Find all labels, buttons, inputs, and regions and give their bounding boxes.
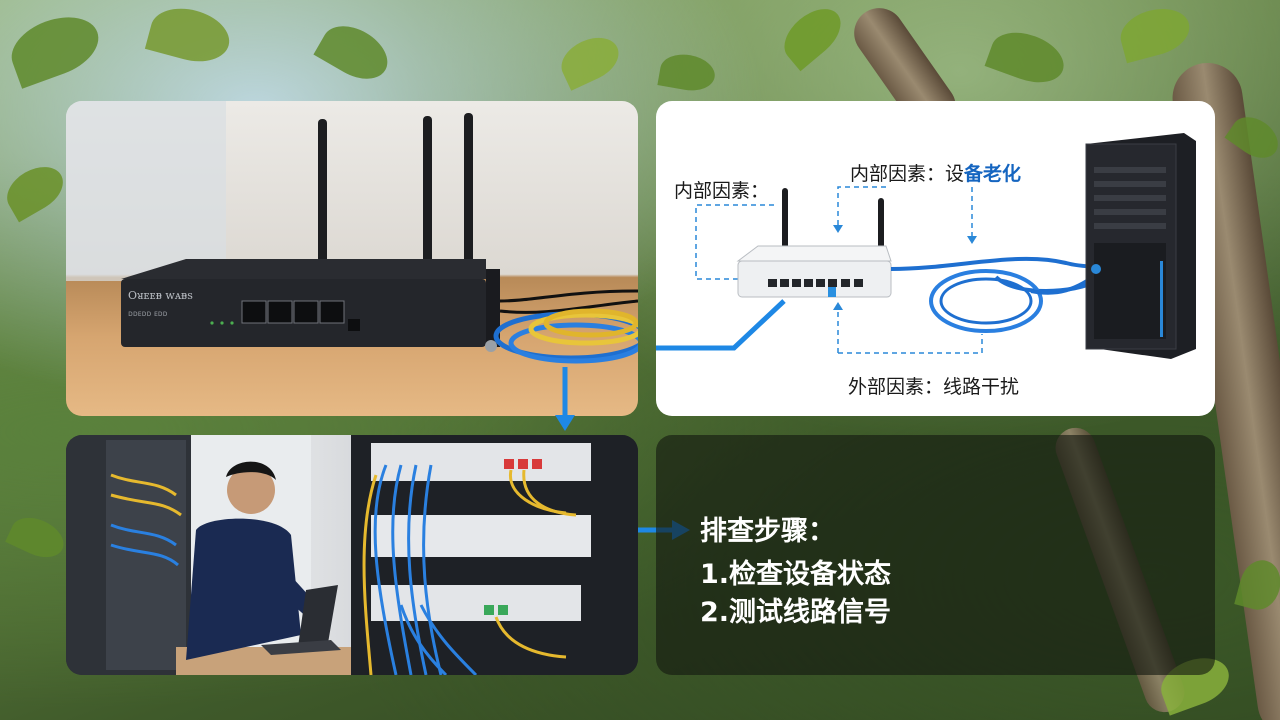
leaf: [144, 0, 236, 70]
step-1-check-device-status: 1.检查设备状态: [700, 559, 892, 590]
steps-title: 排查步骤：: [700, 516, 835, 547]
troubleshooting-steps-panel: 排查步骤： 1.检查设备状态 2.测试线路信号: [656, 435, 1215, 675]
leaf: [774, 0, 851, 72]
network-diagram: [656, 133, 1196, 359]
label-internal-factor-top-prefix: 内部因素：设: [850, 163, 965, 185]
leaf: [5, 510, 70, 565]
network-diagram-panel: 内部因素： 内部因素：设备老化 外部因素：线路干扰: [656, 101, 1215, 416]
label-equipment-aging: 备老化: [964, 163, 1022, 185]
leaf: [554, 29, 626, 91]
leaf: [1115, 1, 1195, 64]
label-internal-factor-top: 内部因素：设备老化: [850, 159, 1021, 186]
router-photo: [66, 101, 638, 364]
leaf: [657, 50, 718, 95]
leaf: [984, 23, 1071, 92]
step-2-test-line-signal: 2.测试线路信号: [700, 597, 892, 628]
label-internal-factor-left: 内部因素：: [674, 180, 770, 202]
leaf: [313, 15, 397, 90]
down-arrow: [555, 367, 575, 431]
leaf: [3, 6, 107, 89]
leaf: [0, 157, 71, 223]
technician-photo: [66, 435, 638, 675]
datacenter-photo-panel: [66, 435, 638, 675]
router-photo-panel: Oᴚᴇᴇᴃ ᴡᴀᴃs ᴅᴅᴇᴅᴅ ᴇᴅᴅ: [66, 101, 638, 416]
label-external-factor: 外部因素：线路干扰: [848, 376, 1020, 398]
router-model-text: ᴅᴅᴇᴅᴅ ᴇᴅᴅ: [128, 309, 168, 318]
router-brand-text: Oᴚᴇᴇᴃ ᴡᴀᴃs: [128, 289, 193, 302]
